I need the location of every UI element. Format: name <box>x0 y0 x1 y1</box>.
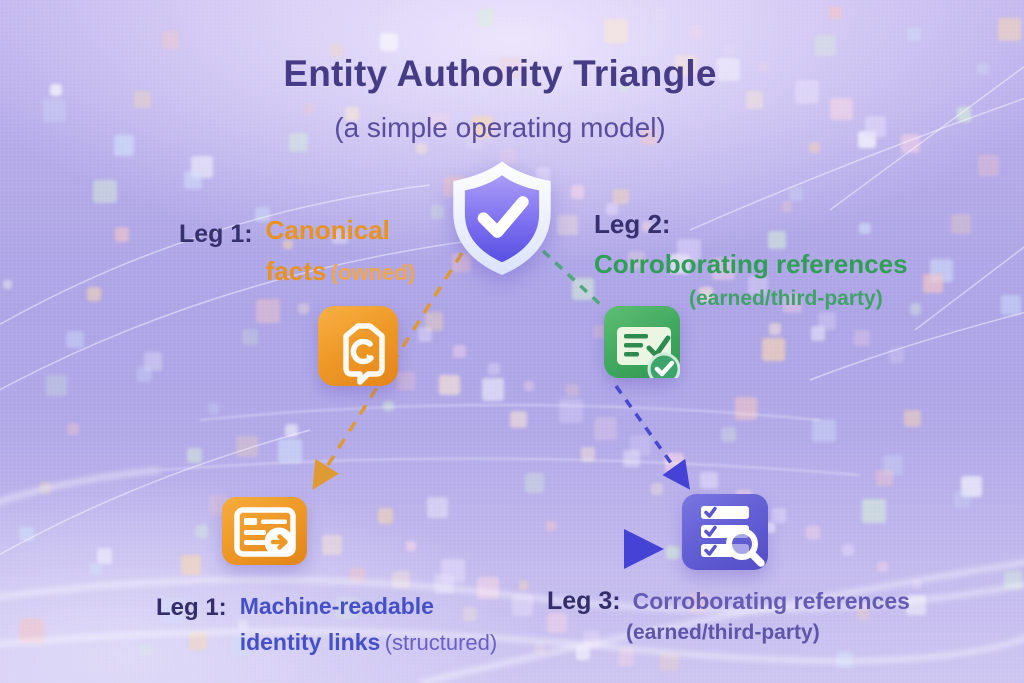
leg1-top-label: Leg 1: <box>179 220 253 248</box>
canonical-facts-badge-icon <box>318 306 398 386</box>
structured-data-card-icon <box>222 497 307 565</box>
page-subtitle: (a simple operating model) <box>334 112 666 143</box>
leg2-label: Leg 2: <box>594 209 671 239</box>
identity-line1: Machine-readable <box>239 593 434 619</box>
leg3-label: Leg 3: <box>547 587 621 615</box>
leg2-title: Corroborating references <box>594 249 908 279</box>
canonical-line2: facts <box>265 256 327 286</box>
identity-line2: identity links <box>239 629 381 655</box>
identity-qualifier: (structured) <box>384 630 498 655</box>
leg1-bottom-body: Machine-readable identity links (structu… <box>240 590 498 662</box>
leg3-corroborating-references: Leg 3: Corroborating references (earned/… <box>547 587 910 645</box>
arrow-shield-to-identity-links <box>312 252 464 490</box>
leg1-machine-readable-links: Leg 1: Machine-readable identity links (… <box>156 590 497 662</box>
canonical-qualifier: (owned) <box>330 260 416 285</box>
shield-check-icon <box>443 159 561 275</box>
canonical-line1: Canonical <box>265 215 390 245</box>
leg1-canonical-facts: Leg 1: Canonical facts (owned) <box>179 212 415 294</box>
page-title: Entity Authority Triangle <box>283 53 717 94</box>
leg2-corroborating-references: Leg 2: Corroborating references (earned/… <box>594 209 908 311</box>
leg2-qualifier: (earned/third-party) <box>689 287 883 310</box>
leg3-qualifier: (earned/third-party) <box>626 621 820 644</box>
arrow-shield-to-references <box>541 249 603 307</box>
verified-document-icon <box>604 306 680 378</box>
leg1-bottom-label: Leg 1: <box>156 594 227 621</box>
checklist-search-icon <box>682 494 768 570</box>
arrow-references-to-checklist <box>614 384 691 490</box>
leg1-top-body: Canonical facts (owned) <box>266 212 415 294</box>
leg3-title: Corroborating references <box>632 588 910 614</box>
